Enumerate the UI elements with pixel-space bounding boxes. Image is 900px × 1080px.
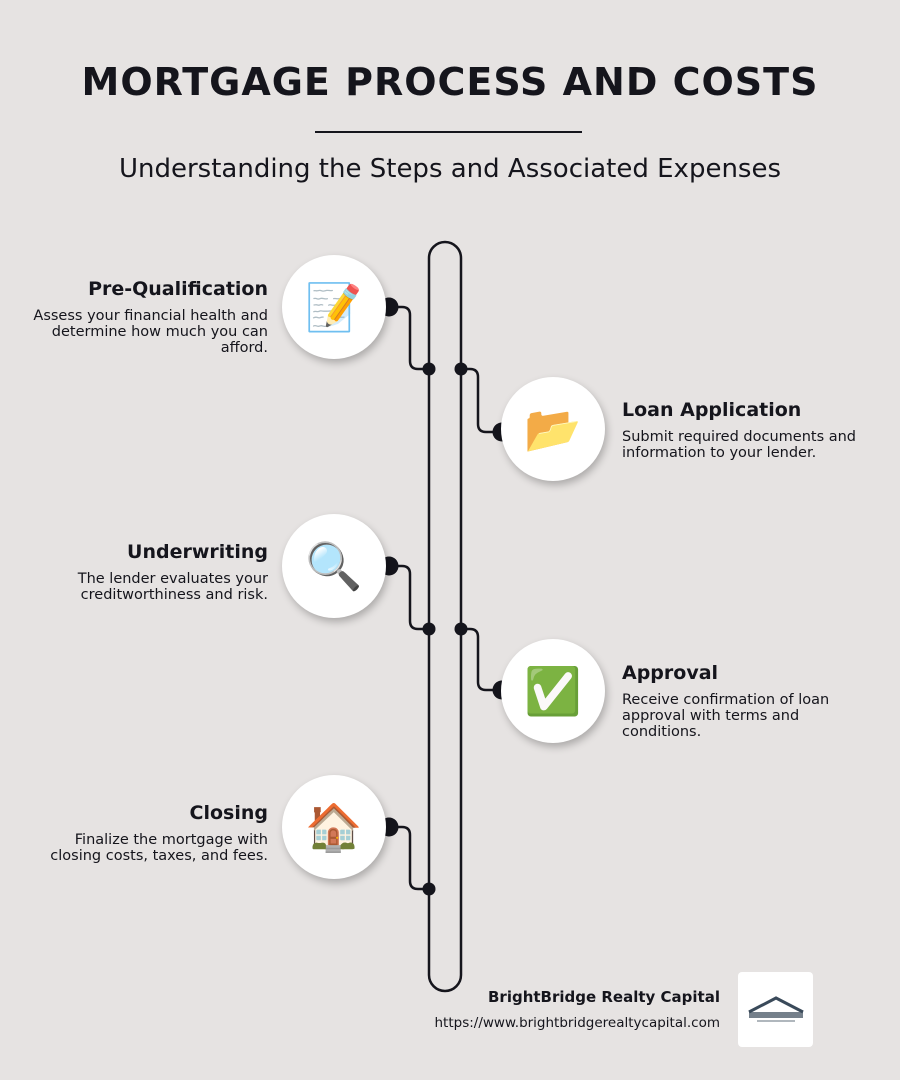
step-title: Loan Application — [622, 399, 802, 421]
page-subtitle: Understanding the Steps and Associated E… — [118, 154, 782, 184]
magnifying-glass-icon: 🔍 — [282, 514, 386, 618]
step-description: The lender evaluates your creditworthine… — [77, 571, 268, 603]
connector-approval — [461, 627, 502, 692]
step-underwriting: Underwriting The lender evaluates your c… — [28, 541, 268, 603]
folder-icon: 📂 — [501, 377, 605, 481]
junction-dot — [454, 622, 468, 636]
connector-loan-application — [461, 367, 502, 434]
junction-dot — [454, 362, 468, 376]
step-title: Pre-Qualification — [88, 278, 268, 300]
step-title: Underwriting — [127, 541, 268, 563]
junction-dot — [422, 622, 436, 636]
step-description: Assess your financial health and determi… — [33, 308, 268, 356]
house-icon: 🏠 — [282, 775, 386, 879]
company-logo — [738, 972, 813, 1047]
step-approval: Approval Receive confirmation of loan ap… — [622, 662, 832, 740]
step-closing: Closing Finalize the mortgage with closi… — [28, 802, 268, 864]
check-mark-icon: ✅ — [501, 639, 605, 743]
step-loan-application: Loan Application Submit required documen… — [622, 399, 862, 461]
memo-pencil-icon: 📝 — [282, 255, 386, 359]
connector-pre-qualification — [389, 305, 429, 371]
junction-dot — [422, 362, 436, 376]
footer-brand: BrightBridge Realty Capital https://www.… — [435, 988, 721, 1031]
step-title: Closing — [189, 802, 268, 824]
connector-underwriting — [389, 564, 429, 631]
bridge-logo-icon — [747, 995, 804, 1022]
company-name: BrightBridge Realty Capital — [487, 988, 720, 1006]
step-title: Approval — [622, 662, 719, 684]
connector-closing — [389, 825, 429, 891]
step-description: Finalize the mortgage with closing costs… — [50, 832, 268, 864]
junction-dot — [422, 882, 436, 896]
title-divider — [315, 131, 582, 133]
step-pre-qualification: Pre-Qualification Assess your financial … — [28, 278, 268, 356]
page-title: MORTGAGE PROCESS AND COSTS — [81, 60, 819, 104]
step-description: Receive confirmation of loan approval wi… — [622, 692, 830, 740]
timeline-loop — [427, 240, 463, 993]
step-description: Submit required documents and informatio… — [622, 429, 857, 461]
company-url[interactable]: https://www.brightbridgerealtycapital.co… — [434, 1015, 721, 1031]
